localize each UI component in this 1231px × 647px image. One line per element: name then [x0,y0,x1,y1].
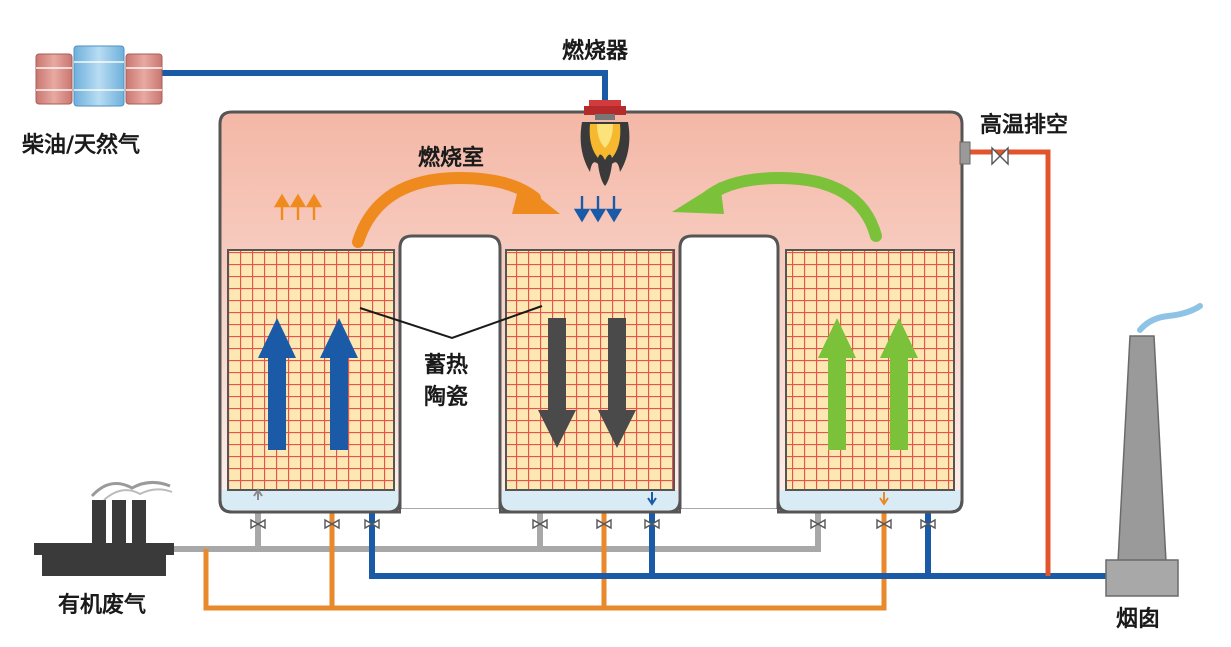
burner-label: 燃烧器 [562,38,629,64]
orange-pipe [203,500,887,611]
bed2-down-arrows [538,318,636,448]
chamber-up-arrows [273,193,323,220]
fuel-tanks-icon [35,45,163,107]
hopper-1 [222,490,398,510]
combustion-chamber-label: 燃烧室 [418,145,484,171]
bed-gap-right [678,234,780,512]
ceramic-bed-3 [785,249,955,491]
hopper-3 [780,490,960,510]
bed-gap-left [398,234,502,512]
orange-curve-arrow [352,171,541,248]
fuel-pipe [162,70,608,100]
fuel-label: 柴油/天然气 [21,132,140,158]
ceramic-bed-2 [505,249,675,491]
hopper2-down-arrow [647,492,657,506]
chimney-label: 烟囱 [1116,606,1160,632]
waste-gas-label: 有机废气 [58,592,146,618]
ceramic-pointer-lines [359,305,543,340]
green-curve-arrow [700,171,882,242]
burner-flame-icon [580,100,630,186]
ceramic-bed-1 [227,249,395,491]
chimney-icon [1105,303,1203,597]
ceramic-label-line2: 陶瓷 [424,384,468,410]
bed1-up-arrows [258,318,358,450]
hopper-2 [502,490,678,510]
hopper3-down-arrow [879,492,889,506]
bed3-up-arrows [818,318,918,450]
ceramic-label-line1: 蓄热 [424,352,468,378]
hopper1-up-arrow [253,488,263,500]
factory-icon [34,481,174,576]
high-temp-exhaust-label: 高温排空 [980,112,1068,138]
chamber-down-arrows [573,196,623,223]
high-temp-pipe [968,149,1051,576]
exhaust-port [959,141,971,165]
valve-icons [250,146,1009,530]
